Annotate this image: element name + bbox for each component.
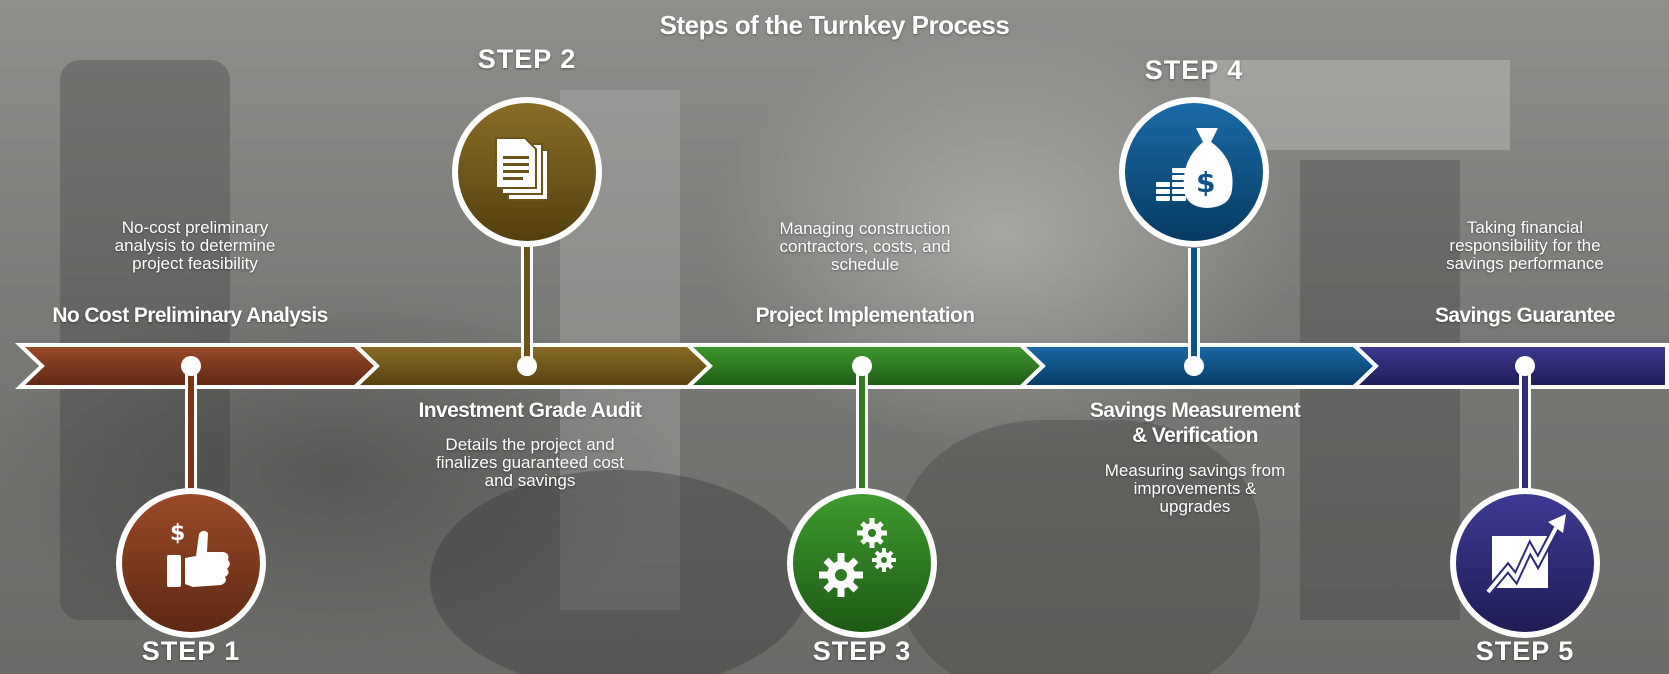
step-label: STEP 1 <box>141 636 241 666</box>
money-bag-icon: $ <box>1156 128 1233 208</box>
connector-step-2 <box>521 230 533 368</box>
step-2-circle <box>452 97 602 247</box>
step-description: Managing construction contractors, costs… <box>720 220 1010 274</box>
description-line: Measuring savings from <box>1104 461 1286 480</box>
description-line: Details the project and <box>445 435 615 454</box>
documents-icon <box>495 137 549 201</box>
diagram-title: Steps of the Turnkey Process <box>659 10 1010 40</box>
connector-step-1 <box>185 364 197 494</box>
connector-step-4 <box>1188 248 1200 368</box>
arrow-segment-step-5 <box>1349 343 1669 389</box>
description-line: schedule <box>830 255 900 274</box>
step-name: No Cost Preliminary Analysis <box>52 304 328 327</box>
step-name: Project Implementation <box>755 304 975 327</box>
description-line: responsibility for the <box>1449 236 1601 255</box>
description-line: improvements & <box>1133 479 1257 498</box>
step-name-line: & Verification <box>1132 424 1258 447</box>
description-line: No-cost preliminary <box>121 218 269 237</box>
connector-step-3 <box>856 364 868 494</box>
step-name: Savings Measurement & Verification <box>1035 398 1355 448</box>
node-dot-step-5 <box>1515 356 1535 376</box>
description-line: Managing construction <box>779 219 951 238</box>
step-label: STEP 5 <box>1475 636 1575 666</box>
step-label: STEP 2 <box>477 44 577 74</box>
step-name-line: Savings Measurement <box>1089 399 1301 422</box>
description-line: savings performance <box>1446 254 1604 273</box>
thumbs-up-dollar-icon: $ <box>167 521 230 587</box>
step-label: STEP 4 <box>1144 55 1244 85</box>
step-name: Savings Guarantee <box>1434 304 1616 327</box>
growth-chart-icon <box>1484 514 1566 595</box>
description-line: Taking financial <box>1466 218 1584 237</box>
step-name: Investment Grade Audit <box>418 399 643 422</box>
description-line: project feasibility <box>132 254 258 273</box>
description-line: and savings <box>484 471 576 490</box>
svg-text:$: $ <box>170 521 185 546</box>
node-dot-step-1 <box>181 356 201 376</box>
description-line: contractors, costs, and <box>779 237 951 256</box>
step-4-circle: $ <box>1119 97 1269 247</box>
svg-text:$: $ <box>1196 166 1215 199</box>
description-line: finalizes guaranteed cost <box>435 453 625 472</box>
connector-step-5 <box>1519 364 1531 494</box>
description-line: upgrades <box>1159 497 1231 516</box>
node-dot-step-4 <box>1184 356 1204 376</box>
step-3-circle <box>787 488 937 638</box>
description-line: analysis to determine <box>114 236 276 255</box>
node-dot-step-3 <box>852 356 872 376</box>
step-description: No-cost preliminary analysis to determin… <box>60 219 330 273</box>
step-description: Taking financial responsibility for the … <box>1385 219 1665 273</box>
step-1-circle: $ <box>116 488 266 638</box>
gears-icon <box>819 518 896 597</box>
step-description: Details the project and finalizes guaran… <box>385 436 675 490</box>
node-dot-step-2 <box>517 356 537 376</box>
step-5-circle <box>1450 488 1600 638</box>
step-label: STEP 3 <box>812 636 912 666</box>
step-description: Measuring savings from improvements & up… <box>1050 462 1340 516</box>
